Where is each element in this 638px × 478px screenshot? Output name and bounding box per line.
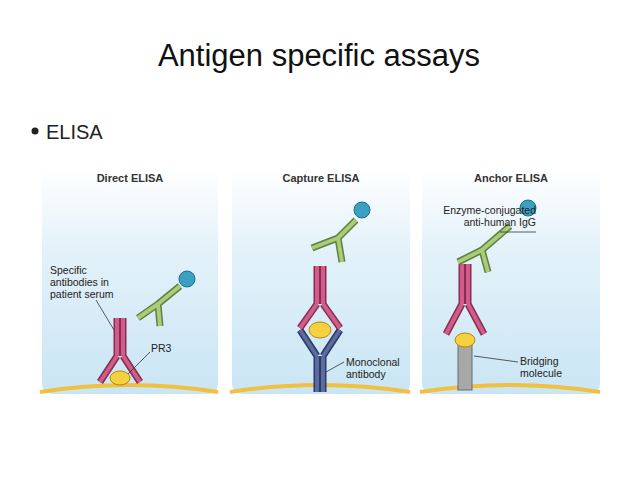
slide-title: Antigen specific assays <box>0 38 638 74</box>
bullet-dot <box>32 128 39 135</box>
panel-heading: Direct ELISA <box>42 172 218 184</box>
part-label: Monoclonal antibody <box>346 356 408 380</box>
panel-heading: Anchor ELISA <box>422 172 600 184</box>
panel-heading: Capture ELISA <box>232 172 410 184</box>
part-label: Bridging molecule <box>520 355 590 379</box>
part-label: PR3 <box>151 342 191 354</box>
part-label: Specific antibodies in patient serum <box>50 264 122 300</box>
assay-panel: Anchor ELISA <box>422 168 600 394</box>
bullet-text: ELISA <box>46 120 166 144</box>
part-label: Enzyme-conjugated anti-human IgG <box>424 204 536 228</box>
